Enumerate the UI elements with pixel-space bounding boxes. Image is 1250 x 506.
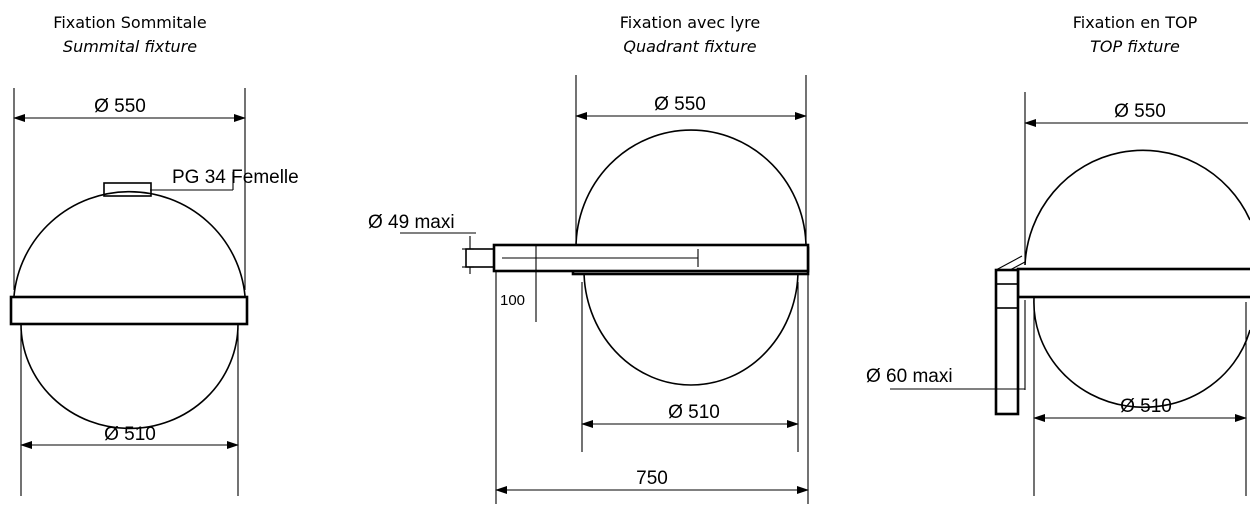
- quadrant-title-en: Quadrant fixture: [623, 37, 756, 56]
- quadrant-dim-510: Ø 510: [668, 402, 720, 423]
- quadrant-title-fr: Fixation avec lyre: [620, 13, 760, 32]
- top-mast-bracket-a: [995, 255, 1023, 271]
- quadrant-top-dome: [575, 129, 807, 249]
- top-mast-collar: [995, 283, 1019, 309]
- top-dim-510: Ø 510: [1120, 396, 1172, 417]
- top-mast: [994, 268, 1020, 416]
- summital-title-fr: Fixation Sommitale: [53, 13, 206, 32]
- top-bottom-bowl: [1033, 297, 1250, 408]
- quadrant-fixture-view: Fixation avec lyre Quadrant fixture Ø 55…: [368, 13, 810, 504]
- top-title-en: TOP fixture: [1090, 37, 1180, 56]
- quadrant-dim-insert: 100: [500, 292, 525, 309]
- summital-band: [9, 295, 249, 326]
- summital-fixture-view: Fixation Sommitale Summital fixture Ø 55…: [9, 13, 299, 496]
- summital-top-dome: [13, 190, 246, 297]
- summital-connector: [103, 182, 152, 197]
- summital-title-en: Summital fixture: [63, 37, 197, 56]
- quadrant-dim-tube: Ø 49 maxi: [368, 212, 455, 233]
- summital-bottom-bowl: [20, 323, 239, 430]
- summital-dim-550: Ø 550: [94, 96, 146, 117]
- quadrant-bottom-bowl: [583, 269, 799, 386]
- quadrant-dim-550: Ø 550: [654, 94, 706, 115]
- quadrant-dim-750: 750: [636, 468, 668, 489]
- summital-connector-label: PG 34 Femelle: [172, 167, 299, 188]
- top-dim-550: Ø 550: [1114, 101, 1166, 122]
- quadrant-tube: [465, 248, 495, 268]
- top-title-fr: Fixation en TOP: [1073, 13, 1198, 32]
- top-mast-bracket-b: [1009, 261, 1026, 271]
- top-fixture-view: Fixation en TOP TOP fixture Ø 550 Ø 60 m…: [866, 13, 1250, 496]
- top-band: [1016, 267, 1250, 299]
- top-top-dome: [1024, 149, 1250, 266]
- top-dim-pole: Ø 60 maxi: [866, 366, 953, 387]
- summital-dim-510: Ø 510: [104, 424, 156, 445]
